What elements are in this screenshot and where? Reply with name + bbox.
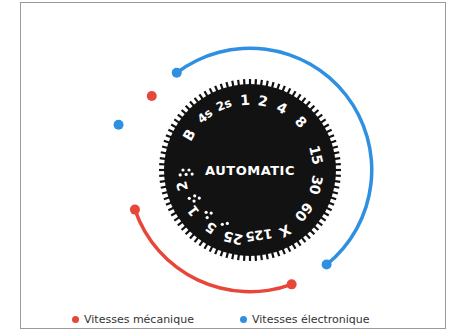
legend-label: Vitesses mécanique [84, 313, 194, 326]
legend-entry: Vitesses électronique [240, 313, 370, 326]
speed-dot [210, 212, 213, 215]
speed-dot [198, 197, 201, 200]
speed-dot [187, 168, 190, 171]
speed-dot [221, 223, 224, 226]
mechanical-arc-end [130, 205, 140, 215]
speed-dot [206, 216, 209, 219]
speed-dot [192, 199, 195, 202]
speed-dot [226, 222, 229, 225]
speed-dot [191, 172, 194, 175]
dial-face [164, 84, 336, 256]
shutter-speed: 1 [240, 93, 251, 108]
legend-swatch [240, 316, 247, 323]
speed-dot [193, 194, 196, 197]
speed-dot [179, 173, 182, 176]
shutter-speed: 25 [222, 229, 244, 247]
legend-swatch [72, 316, 79, 323]
speed-dot [188, 197, 191, 200]
marker-dot [114, 120, 124, 130]
speed-dot [185, 173, 188, 176]
legend-entry: Vitesses mécanique [72, 313, 194, 326]
frame [21, 3, 446, 329]
mechanical-arc-end [287, 279, 297, 289]
legend-label: Vitesses électronique [252, 313, 370, 326]
electronic-arc-end [322, 260, 332, 270]
speed-dot [181, 168, 184, 171]
mode-label: AUTOMATIC [205, 163, 295, 178]
electronic-arc-end [172, 68, 182, 78]
speed-dot [205, 211, 208, 214]
shutter-speed: 15 [307, 144, 325, 166]
marker-dot [147, 91, 157, 101]
